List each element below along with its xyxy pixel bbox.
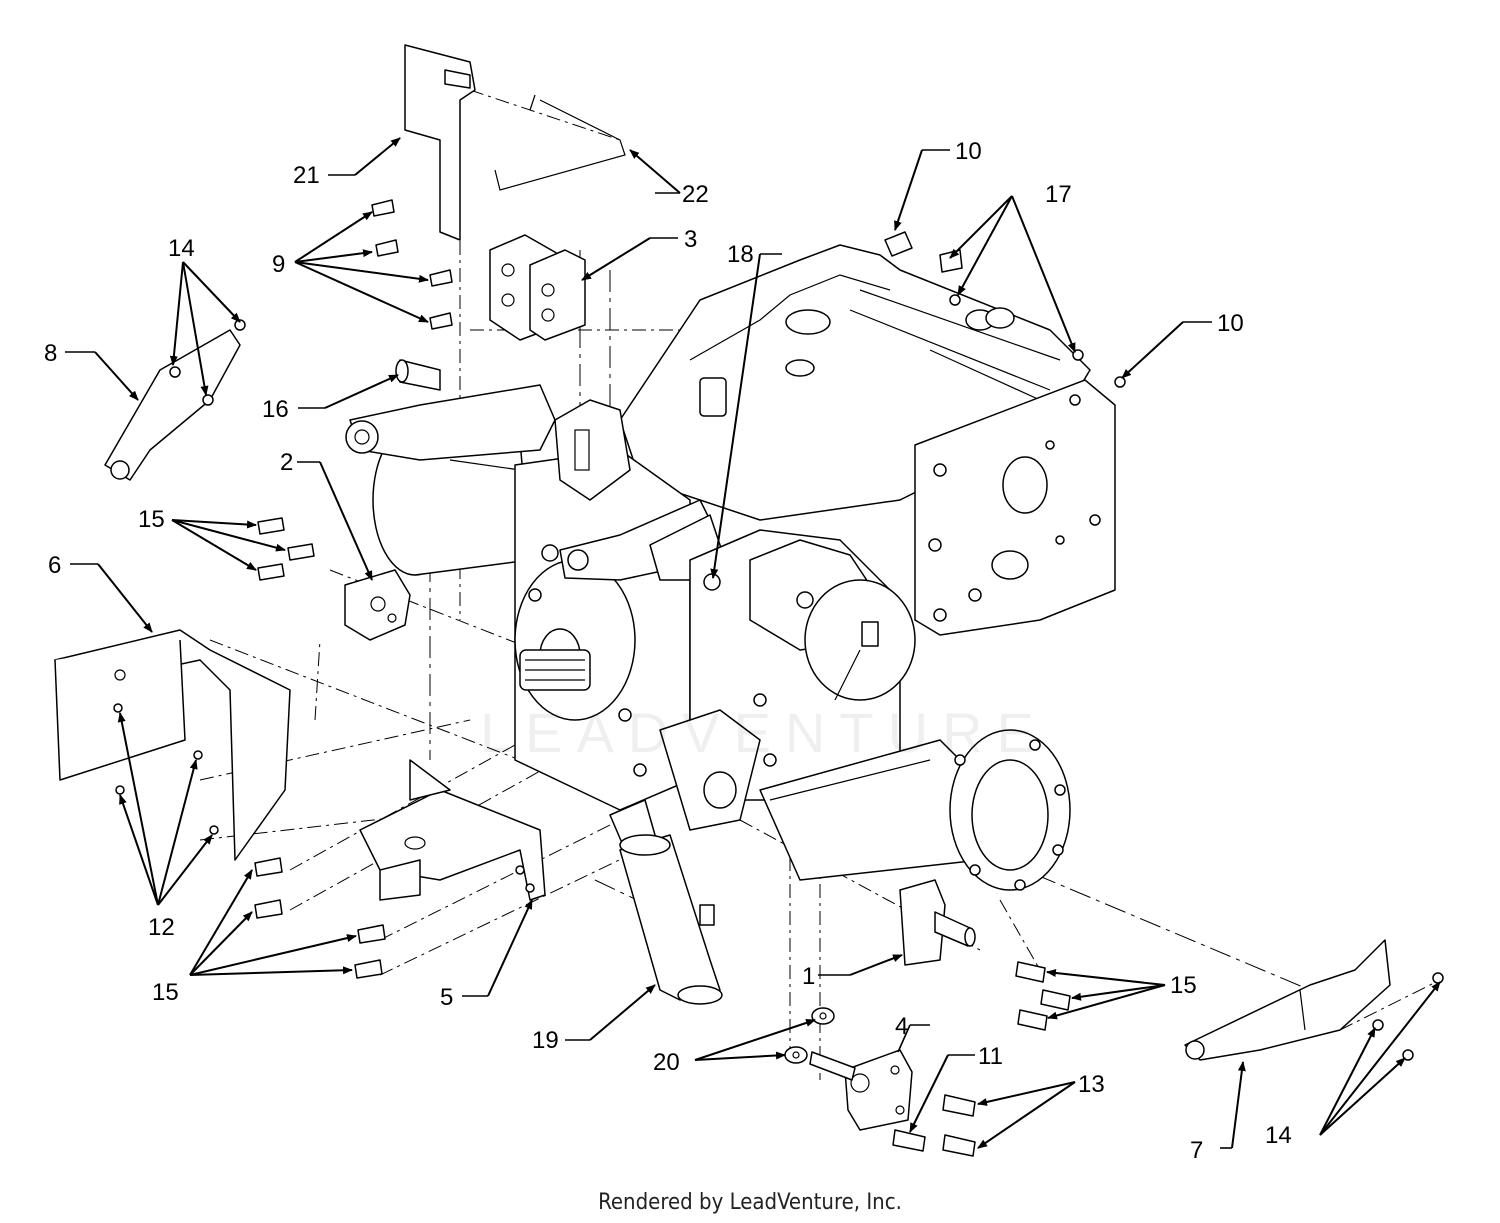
part-7-bracket [1184,939,1444,1061]
callout-1: 1 [802,963,815,990]
part-9-bolts [371,199,453,330]
callout-10-right: 10 [1217,310,1244,337]
callout-labels: 21 22 9 3 14 8 16 18 10 17 10 2 15 6 12 … [44,138,1292,1164]
callout-19: 19 [532,1027,559,1054]
callout-5: 5 [440,984,453,1011]
callout-14-lower: 14 [1265,1122,1292,1149]
callout-16: 16 [262,396,289,423]
part-15-bolts-lower [254,857,386,979]
footer-credit: Rendered by LeadVenture, Inc. [598,1190,902,1215]
callout-15-right: 15 [1170,972,1197,999]
callout-11: 11 [978,1043,1003,1070]
callout-22: 22 [682,181,709,208]
part-16-pin [395,359,441,391]
callout-6: 6 [48,552,61,579]
watermark: LEADVENTURE [480,701,1048,764]
callout-17: 17 [1045,181,1072,208]
callout-leaders [65,137,1441,1149]
callout-2: 2 [280,449,293,476]
callout-9: 9 [272,251,285,278]
callout-20: 20 [653,1049,680,1076]
callout-4: 4 [895,1013,908,1040]
part-21-bracket [404,44,476,241]
callout-18: 18 [727,241,754,268]
callout-3: 3 [684,226,697,253]
part-1-bracket [899,879,976,966]
callout-14-upper: 14 [168,235,195,262]
callout-7: 7 [1190,1137,1203,1164]
part-15-bolts-right [1015,961,1071,1031]
part-6-shield [54,629,291,861]
callout-21: 21 [293,162,320,189]
part-10-bolts [884,231,1126,388]
transaxle-assembly [345,244,1116,891]
callout-12: 12 [148,914,175,941]
part-5-mount [359,759,546,901]
part-2-bracket [344,569,411,641]
callout-15-upper: 15 [138,506,165,533]
callout-13: 13 [1078,1071,1105,1098]
part-22-rod [494,94,626,191]
part-20-washers [784,1007,835,1064]
part-11-13-bolts [892,1094,976,1157]
part-3-plates [489,234,586,341]
part-15-bolts-upper [257,517,315,581]
callout-8: 8 [44,340,57,367]
part-19-cylinder [619,834,723,1005]
callout-15-lower: 15 [152,979,179,1006]
part-4-plate [809,1049,913,1131]
part-17-fittings [939,249,1084,361]
callout-10-top: 10 [955,138,982,165]
part-18-plug [703,573,721,591]
part-8-bracket [104,319,246,481]
